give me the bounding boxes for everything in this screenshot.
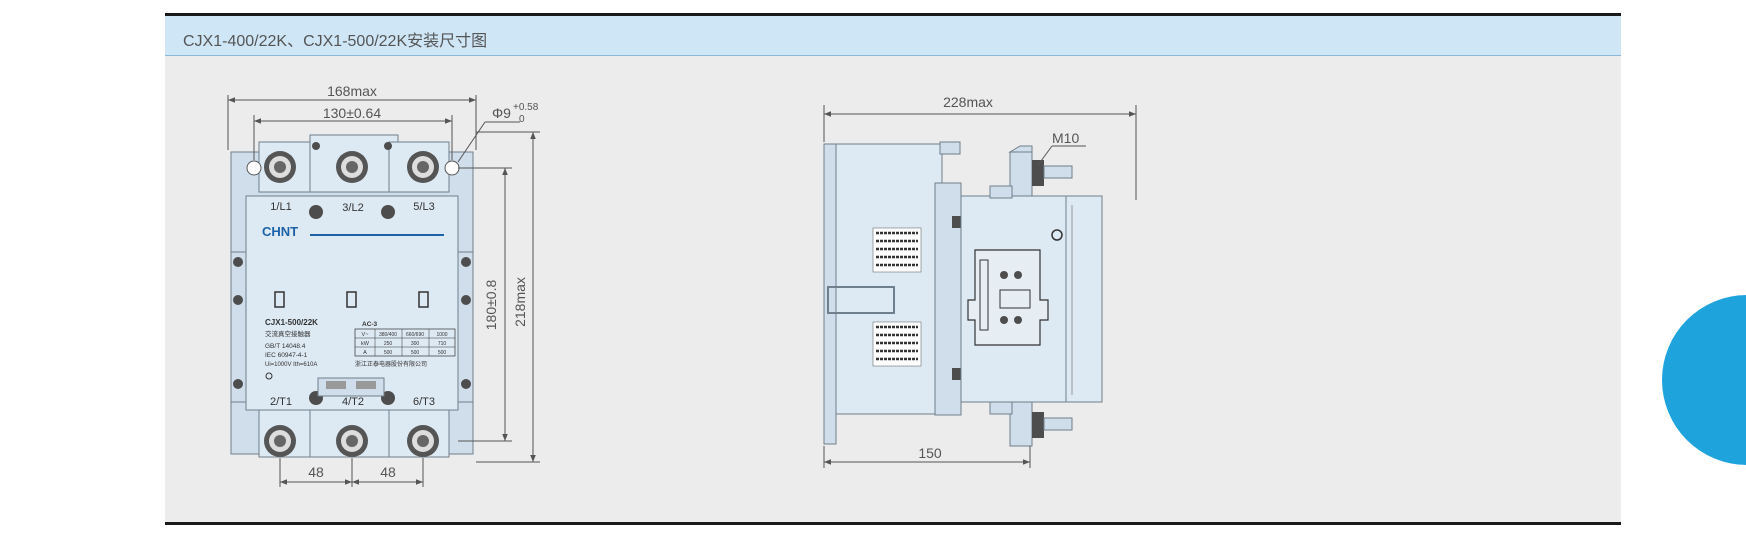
- dim-overall-depth: 228max: [943, 94, 993, 110]
- side-label-upper: [872, 227, 922, 273]
- terminal-label-top: 1/L1: [270, 201, 291, 213]
- mounting-hole: [444, 160, 460, 176]
- housing-screw: [384, 142, 392, 150]
- thread-leader-line: [1037, 145, 1053, 166]
- brand-logo: CHNT: [262, 224, 298, 239]
- ratings-table: [354, 328, 456, 357]
- left-bracket-screw: [233, 379, 243, 389]
- side-view: [823, 141, 1103, 447]
- nameplate-ratings: Ui=1000V Ith=610A: [265, 362, 317, 368]
- side-dimensions: 228max M10 150: [823, 94, 1137, 468]
- side-label-lower: [872, 321, 922, 367]
- nameplate-maker: 浙江正泰电器股份有限公司: [355, 360, 427, 368]
- side-auxiliary-contact: [967, 249, 1049, 346]
- terminal-label-bottom: 4/T2: [342, 396, 364, 408]
- nameplate-name: 交流真空接触器: [265, 329, 311, 338]
- table-cell: 500: [384, 350, 393, 356]
- nameplate-model: CJX1-500/22K: [265, 318, 318, 327]
- body-screw: [381, 205, 395, 219]
- nameplate-category: AC-3: [362, 321, 378, 328]
- table-row-label: A: [363, 350, 367, 356]
- side-rear-body: [835, 143, 943, 415]
- terminal-label-top: 5/L3: [413, 201, 434, 213]
- left-bracket: [230, 251, 247, 403]
- table-row-label: kW: [361, 341, 370, 347]
- side-rear-plate: [823, 143, 837, 445]
- nameplate-std: GB/T 14048.4: [265, 343, 306, 350]
- dim-hole-tol-upper: +0.58: [513, 102, 539, 113]
- right-bracket-screw: [461, 257, 471, 267]
- nameplate-std: IEC 60947-4-1: [265, 352, 308, 359]
- dim-mount-depth: 150: [918, 445, 942, 461]
- front-main-body: [245, 195, 459, 411]
- indicator-slot: [274, 291, 285, 308]
- terminal-top-1: [264, 151, 296, 183]
- table-cell: 500: [438, 350, 447, 356]
- section-header: CJX1-400/22K、CJX1-500/22K安装尺寸图: [165, 16, 1621, 56]
- table-cell: 660/690: [406, 332, 424, 338]
- indicator-slot: [418, 291, 429, 308]
- aux-contact: [326, 381, 346, 389]
- terminal-top-3: [407, 151, 439, 183]
- terminal-bottom-1: [264, 425, 296, 457]
- table-cell: 380/400: [379, 332, 397, 338]
- table-cell: 500: [411, 350, 420, 356]
- dim-overall-width: 168max: [327, 83, 377, 99]
- terminal-label-bottom: 2/T1: [270, 396, 292, 408]
- side-screw: [1051, 229, 1063, 241]
- dim-hole-tol-lower: 0: [519, 114, 525, 125]
- section-title: CJX1-400/22K、CJX1-500/22K安装尺寸图: [183, 33, 488, 50]
- terminal-bottom-3: [407, 425, 439, 457]
- housing-screw: [312, 142, 320, 150]
- mounting-hole: [246, 160, 262, 176]
- terminal-bottom-2: [336, 425, 368, 457]
- body-screw: [309, 205, 323, 219]
- table-cell: 710: [438, 341, 447, 347]
- left-bracket-screw: [233, 257, 243, 267]
- side-front-cover: [1065, 195, 1103, 403]
- terminal-label-bottom: 6/T3: [413, 396, 435, 408]
- top-terminal-bolt: [989, 145, 1073, 199]
- right-bracket-screw: [461, 295, 471, 305]
- side-handle: [827, 286, 895, 314]
- bottom-terminal-bolt: [989, 401, 1073, 447]
- front-dimensions: 168max 130±0.64 Φ9 +0.58 0 180±0.8 218ma…: [227, 83, 540, 487]
- dim-pole-pitch: 48: [308, 464, 324, 480]
- terminal-label-top: 3/L2: [342, 202, 363, 214]
- bottom-rule: [165, 522, 1621, 525]
- table-row-label: V~: [362, 332, 369, 338]
- dim-thread: M10: [1052, 130, 1079, 146]
- certification-mark: [265, 372, 273, 380]
- right-bracket: [457, 251, 474, 403]
- table-cell: 1000: [436, 332, 447, 338]
- hole-leader-line: [457, 121, 486, 163]
- dim-hole-spacing: 130±0.64: [323, 105, 382, 121]
- table-cell: 300: [411, 341, 420, 347]
- table-cell: 250: [384, 341, 393, 347]
- left-bracket-screw: [233, 295, 243, 305]
- nameplate: CJX1-500/22K 交流真空接触器 GB/T 14048.4 IEC 60…: [265, 318, 456, 380]
- dim-overall-height: 218max: [512, 277, 528, 327]
- right-bracket-screw: [461, 379, 471, 389]
- terminal-top-2: [336, 151, 368, 183]
- dim-hole-height: 180±0.8: [483, 280, 499, 331]
- front-view: 1/L1 3/L2 5/L3 2/T1 4/T2 6/T3 CHNT CJX1-…: [230, 134, 474, 458]
- indicator-slot: [346, 291, 357, 308]
- top-rule: [165, 13, 1621, 16]
- dim-hole-dia: Φ9: [492, 105, 511, 121]
- aux-contact: [356, 381, 376, 389]
- dim-pole-pitch: 48: [380, 464, 396, 480]
